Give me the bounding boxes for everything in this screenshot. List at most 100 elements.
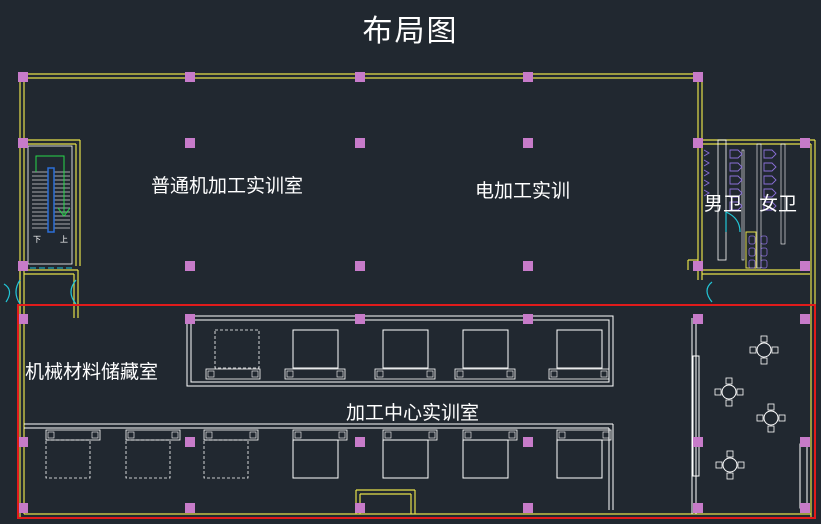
round-table-icon xyxy=(756,342,772,358)
door-swing-icon xyxy=(3,283,11,303)
machine-base xyxy=(462,429,518,441)
door-swing-icon xyxy=(706,281,713,303)
chair-icon xyxy=(714,388,722,396)
toilet-icon xyxy=(729,149,743,159)
door-swing-icon xyxy=(725,211,741,233)
chair-icon xyxy=(756,414,764,422)
machine-base-detail xyxy=(338,431,346,439)
machine-tool-icon xyxy=(292,329,339,369)
stair-outline xyxy=(27,145,73,265)
door-swing-icon xyxy=(70,279,77,305)
column-marker xyxy=(800,138,810,148)
partition-screen xyxy=(692,355,700,477)
restroom-partition xyxy=(717,139,727,261)
machine-base-detail xyxy=(336,370,344,378)
toilet-icon xyxy=(763,188,777,198)
machine-base-detail xyxy=(506,370,514,378)
toilet-icon xyxy=(729,188,743,198)
round-table-icon xyxy=(763,410,779,426)
room-label-general-machining: 普通机加工实训室 xyxy=(151,175,304,197)
sink-icon xyxy=(748,235,756,245)
chair-icon xyxy=(760,335,768,343)
column-marker xyxy=(185,437,195,447)
machine-base xyxy=(292,429,348,441)
door-swing-icon xyxy=(15,279,21,305)
machine-base-detail xyxy=(127,431,135,439)
machine-base-detail xyxy=(91,431,99,439)
machine-base-detail xyxy=(558,431,566,439)
toilet-icon xyxy=(763,149,777,159)
machine-base xyxy=(374,368,436,380)
chair-icon xyxy=(726,472,734,480)
room-label-womens-restroom: 女卫 xyxy=(759,193,798,215)
chair-icon xyxy=(760,357,768,365)
toilet-icon xyxy=(763,175,777,185)
chair-icon xyxy=(725,377,733,385)
chair-icon xyxy=(736,388,744,396)
sink-icon xyxy=(760,247,768,257)
column-marker xyxy=(693,72,703,82)
column-marker xyxy=(693,138,703,148)
machine-tool-icons xyxy=(45,329,612,479)
machine-base xyxy=(125,429,181,441)
round-table-icons xyxy=(714,335,786,480)
column-marker xyxy=(693,437,703,447)
machine-base xyxy=(284,368,346,380)
stair-rail xyxy=(47,167,55,233)
column-marker xyxy=(18,314,28,324)
toilet-icon xyxy=(763,162,777,172)
chair-icon xyxy=(749,346,757,354)
machine-base-detail xyxy=(428,431,436,439)
chair-icon xyxy=(771,346,779,354)
sink-icon xyxy=(760,259,768,269)
column-marker xyxy=(18,261,28,271)
machine-tool-icon xyxy=(292,439,339,479)
machine-base-detail xyxy=(464,431,472,439)
machine-tool-icon xyxy=(214,329,260,369)
column-marker xyxy=(800,314,810,324)
sink-icon xyxy=(760,235,768,245)
urinal-icon xyxy=(703,179,710,187)
round-table-icon xyxy=(722,457,738,473)
toilet-icon xyxy=(729,201,743,211)
machine-base-detail xyxy=(426,370,434,378)
column-marker xyxy=(185,138,195,148)
urinal-icon xyxy=(703,159,710,167)
column-marker xyxy=(185,314,195,324)
machine-tool-icon xyxy=(382,439,429,479)
column-marker xyxy=(800,261,810,271)
stair-down-label: 下 xyxy=(33,235,41,244)
machine-base-detail xyxy=(384,431,392,439)
toilet-icon xyxy=(763,201,777,211)
door-swing-icons xyxy=(3,211,741,305)
chair-icon xyxy=(767,425,775,433)
column-marker xyxy=(18,138,28,148)
chair-icon xyxy=(726,450,734,458)
chair-icon xyxy=(778,414,786,422)
urinal-icon xyxy=(703,189,710,197)
column-marker xyxy=(18,72,28,82)
column-marker xyxy=(185,72,195,82)
machine-base-detail xyxy=(47,431,55,439)
room-label-electrical-machining: 电加工实训 xyxy=(475,180,571,202)
machine-tool-icon xyxy=(556,329,603,369)
machine-base-detail xyxy=(294,431,302,439)
stair-arrowhead xyxy=(57,207,71,217)
machine-tool-icon xyxy=(203,439,249,479)
room-label-mens-restroom: 男卫 xyxy=(704,193,743,215)
stairs-icon xyxy=(27,145,73,265)
machine-tool-icon xyxy=(462,439,509,479)
column-marker xyxy=(523,72,533,82)
machine-base-detail xyxy=(251,370,259,378)
column-marker xyxy=(355,314,365,324)
stair-arrow xyxy=(35,155,65,214)
partition-screen xyxy=(799,443,808,509)
chair-icon xyxy=(767,403,775,411)
machine-base-detail xyxy=(205,431,213,439)
urinal-icon xyxy=(703,169,710,177)
machine-base-detail xyxy=(602,431,610,439)
page-title: 布局图 xyxy=(362,14,459,49)
column-marker xyxy=(523,261,533,271)
